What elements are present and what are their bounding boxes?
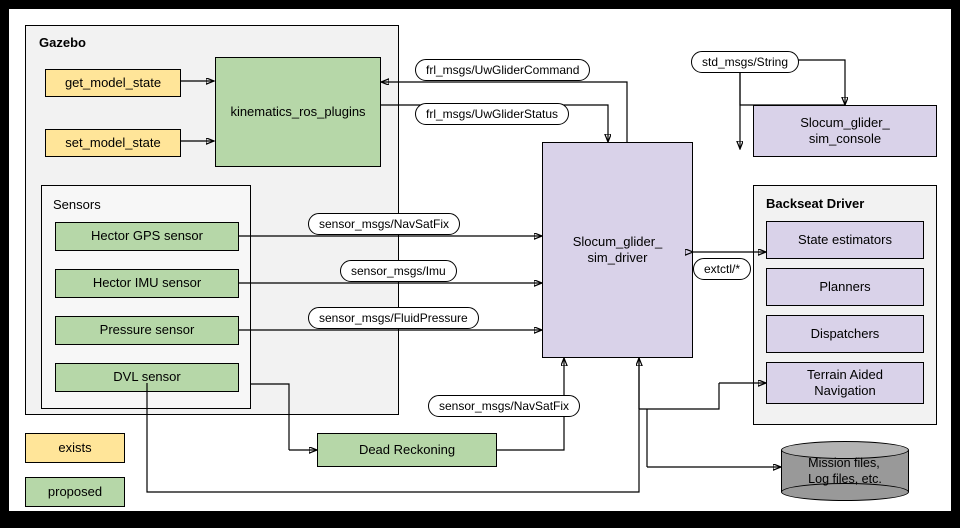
dead-reckoning-box[interactable]: Dead Reckoning: [317, 433, 497, 467]
hector-gps-sensor-box[interactable]: Hector GPS sensor: [55, 222, 239, 251]
kinematics-ros-plugins-box[interactable]: kinematics_ros_plugins: [215, 57, 381, 167]
mission-log-files-label: Mission files, Log files, etc.: [808, 455, 882, 486]
pressure-sensor-box[interactable]: Pressure sensor: [55, 316, 239, 345]
set-model-state-box[interactable]: set_model_state: [45, 129, 181, 157]
topic-uwgliderstatus-pill: frl_msgs/UwGliderStatus: [415, 103, 570, 125]
dispatchers-box[interactable]: Dispatchers: [766, 315, 924, 353]
topic-navsatfix-gps-pill: sensor_msgs/NavSatFix: [308, 213, 461, 235]
cylinder-bottom: [781, 483, 909, 501]
topic-extctl-pill: extctl/*: [693, 258, 752, 280]
topic-navsatfix-dr-pill: sensor_msgs/NavSatFix: [428, 395, 581, 417]
topic-uwglidercommand-pill: frl_msgs/UwGliderCommand: [415, 59, 591, 81]
legend-proposed-box: proposed: [25, 477, 125, 507]
hector-imu-sensor-box[interactable]: Hector IMU sensor: [55, 269, 239, 298]
get-model-state-box[interactable]: get_model_state: [45, 69, 181, 97]
cylinder-top: [781, 441, 909, 459]
slocum-glider-sim-driver-box[interactable]: Slocum_glider_ sim_driver: [542, 142, 693, 358]
legend-exists-box: exists: [25, 433, 125, 463]
topic-fluidpressure-pill: sensor_msgs/FluidPressure: [308, 307, 479, 329]
slocum-glider-sim-console-box[interactable]: Slocum_glider_ sim_console: [753, 105, 937, 157]
mission-log-files-cylinder[interactable]: Mission files, Log files, etc.: [781, 441, 909, 501]
topic-std-string-pill: std_msgs/String: [691, 51, 800, 73]
terrain-aided-navigation-box[interactable]: Terrain Aided Navigation: [766, 362, 924, 404]
gazebo-title: Gazebo: [39, 35, 86, 50]
state-estimators-box[interactable]: State estimators: [766, 221, 924, 259]
connector-layer: [146, 59, 953, 493]
planners-box[interactable]: Planners: [766, 268, 924, 306]
sensors-title: Sensors: [53, 197, 101, 212]
topic-imu-pill: sensor_msgs/Imu: [340, 260, 457, 282]
backseat-driver-title: Backseat Driver: [766, 196, 865, 211]
diagram-canvas: Gazebo get_model_state set_model_state k…: [8, 8, 952, 512]
